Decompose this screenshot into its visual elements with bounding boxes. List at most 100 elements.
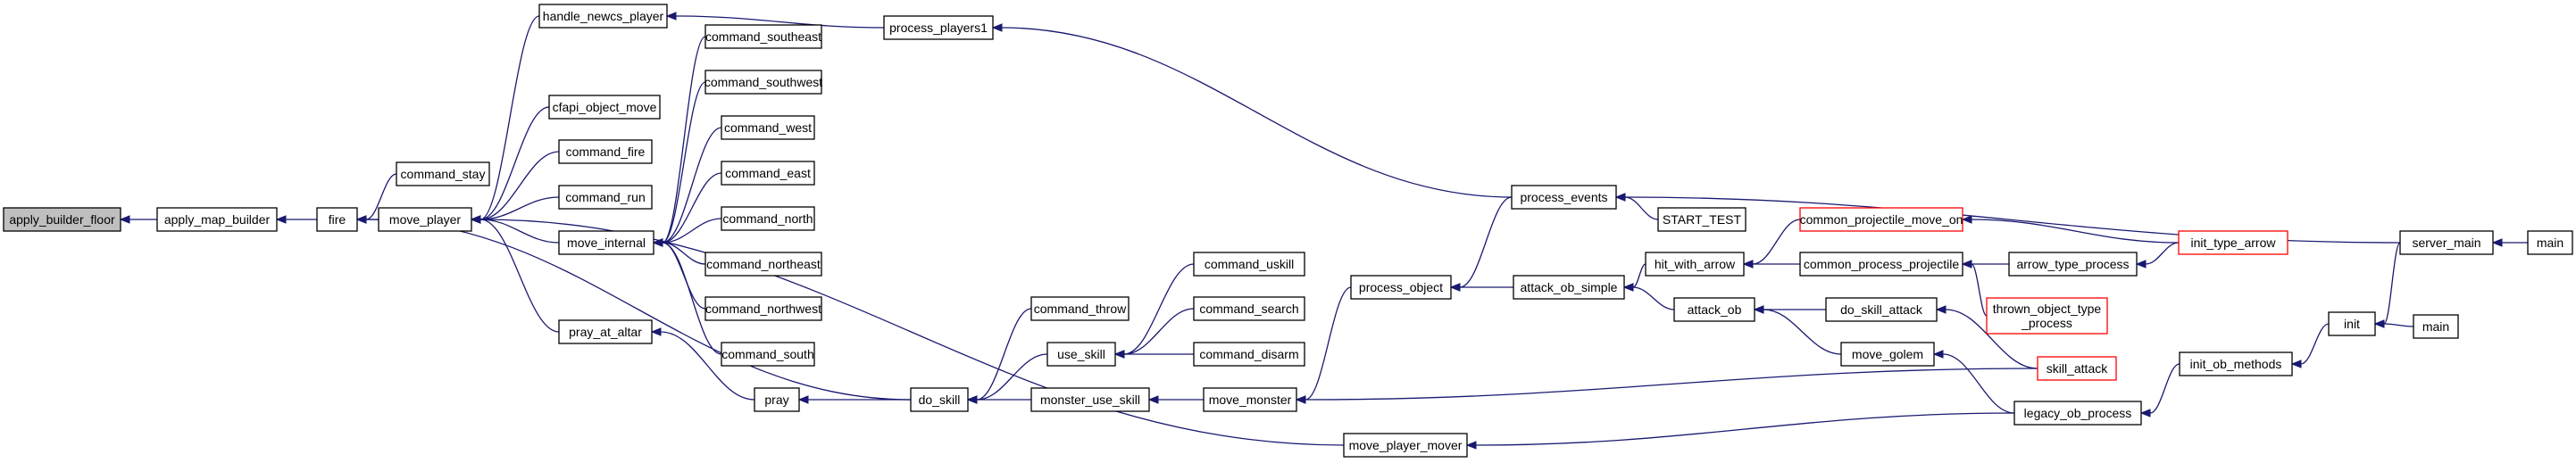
node-box[interactable] (538, 4, 668, 29)
function-node-server-main[interactable]: server_main (2399, 230, 2494, 255)
function-node-thrown-object-type-process[interactable]: thrown_object_type_process (1986, 297, 2108, 335)
node-box[interactable] (883, 15, 994, 40)
node-box[interactable] (1193, 252, 1305, 277)
node-box[interactable] (1840, 342, 1935, 367)
node-box[interactable] (1046, 342, 1116, 367)
node-box[interactable] (721, 342, 815, 367)
function-node-process-object[interactable]: process_object (1350, 275, 1452, 300)
node-box[interactable] (378, 207, 472, 232)
function-node-command-stay[interactable]: command_stay (396, 161, 490, 186)
node-box[interactable] (558, 230, 654, 255)
node-box[interactable] (2178, 230, 2288, 255)
function-node-move-player[interactable]: move_player (378, 207, 472, 232)
node-box[interactable] (1673, 297, 1755, 322)
node-box[interactable] (3, 207, 121, 232)
node-box[interactable] (1825, 297, 1938, 322)
node-box[interactable] (2013, 401, 2142, 426)
node-box[interactable] (548, 95, 661, 120)
function-node-skill-attack[interactable]: skill_attack (2037, 356, 2117, 381)
node-box[interactable] (2008, 252, 2138, 277)
function-node-command-northwest[interactable]: command_northwest (704, 296, 822, 321)
function-node-move-golem[interactable]: move_golem (1840, 342, 1935, 367)
node-box[interactable] (396, 161, 490, 186)
function-node-cfapi-object-move[interactable]: cfapi_object_move (548, 95, 661, 120)
node-box[interactable] (1193, 342, 1305, 367)
function-node-attack-ob[interactable]: attack_ob (1673, 297, 1755, 322)
node-box[interactable] (910, 387, 969, 412)
node-box[interactable] (1030, 296, 1130, 321)
node-box[interactable] (704, 24, 822, 49)
function-node-common-projectile-move-on[interactable]: common_projectile_move_on (1799, 207, 1963, 232)
function-node-command-fire[interactable]: command_fire (558, 139, 653, 164)
node-box[interactable] (704, 252, 822, 277)
node-box[interactable] (704, 70, 822, 95)
function-node-do-skill[interactable]: do_skill (910, 387, 969, 412)
node-box[interactable] (1343, 433, 1468, 458)
node-box[interactable] (2399, 230, 2494, 255)
function-node-handle-newcs-player[interactable]: handle_newcs_player (538, 4, 668, 29)
node-box[interactable] (2037, 356, 2117, 381)
node-box[interactable] (156, 207, 278, 232)
function-node-move-player-mover[interactable]: move_player_mover (1343, 433, 1468, 458)
function-node-hit-with-arrow[interactable]: hit_with_arrow (1645, 252, 1745, 277)
function-node-init-type-arrow[interactable]: init_type_arrow (2178, 230, 2288, 255)
function-node-process-players1[interactable]: process_players1 (883, 15, 994, 40)
node-box[interactable] (1645, 252, 1745, 277)
function-node-do-skill-attack[interactable]: do_skill_attack (1825, 297, 1938, 322)
node-box[interactable] (558, 319, 653, 344)
node-box[interactable] (558, 185, 653, 210)
node-box[interactable] (2328, 311, 2376, 336)
function-node-command-run[interactable]: command_run (558, 185, 653, 210)
function-node-pray[interactable]: pray (754, 387, 800, 412)
function-node-command-northeast[interactable]: command_northeast (704, 252, 822, 277)
function-node-legacy-ob-process[interactable]: legacy_ob_process (2013, 401, 2142, 426)
node-box[interactable] (1799, 252, 1963, 277)
node-box[interactable] (1986, 297, 2108, 335)
function-node-monster-use-skill[interactable]: monster_use_skill (1030, 387, 1150, 412)
function-node-move-monster[interactable]: move_monster (1203, 387, 1297, 412)
function-node-common-process-projectile[interactable]: common_process_projectile (1799, 252, 1963, 277)
node-box[interactable] (1030, 387, 1150, 412)
node-box[interactable] (2179, 351, 2293, 376)
function-node-arrow-type-process[interactable]: arrow_type_process (2008, 252, 2138, 277)
function-node-command-uskill[interactable]: command_uskill (1193, 252, 1305, 277)
node-box[interactable] (1657, 207, 1747, 232)
node-box[interactable] (1799, 207, 1963, 232)
function-node-start-test[interactable]: START_TEST (1657, 207, 1747, 232)
node-box[interactable] (2413, 314, 2459, 339)
function-node-attack-ob-simple[interactable]: attack_ob_simple (1513, 275, 1625, 300)
node-box[interactable] (754, 387, 800, 412)
function-node-pray-at-altar[interactable]: pray_at_altar (558, 319, 653, 344)
function-node-command-southeast[interactable]: command_southeast (704, 24, 822, 49)
node-box[interactable] (1511, 185, 1617, 210)
function-node-command-north[interactable]: command_north (721, 206, 815, 231)
function-node-move-internal[interactable]: move_internal (558, 230, 654, 255)
function-node-command-throw[interactable]: command_throw (1030, 296, 1130, 321)
function-node-main-1[interactable]: main (2527, 230, 2573, 255)
node-box[interactable] (1203, 387, 1297, 412)
function-node-init[interactable]: init (2328, 311, 2376, 336)
node-box[interactable] (558, 139, 653, 164)
function-node-command-south[interactable]: command_south (721, 342, 815, 367)
function-node-command-west[interactable]: command_west (721, 115, 815, 140)
function-node-main-2[interactable]: main (2413, 314, 2459, 339)
function-node-init-ob-methods[interactable]: init_ob_methods (2179, 351, 2293, 376)
node-box[interactable] (1513, 275, 1625, 300)
node-box[interactable] (1350, 275, 1452, 300)
function-node-command-search[interactable]: command_search (1193, 296, 1305, 321)
node-box[interactable] (1193, 296, 1305, 321)
node-box[interactable] (721, 206, 815, 231)
node-box[interactable] (2527, 230, 2573, 255)
node-box[interactable] (721, 115, 815, 140)
node-box[interactable] (704, 296, 822, 321)
function-node-command-disarm[interactable]: command_disarm (1193, 342, 1305, 367)
function-node-fire[interactable]: fire (316, 207, 358, 232)
node-box[interactable] (316, 207, 358, 232)
function-node-use-skill[interactable]: use_skill (1046, 342, 1116, 367)
node-box[interactable] (721, 161, 815, 186)
function-node-process-events[interactable]: process_events (1511, 185, 1617, 210)
function-node-command-east[interactable]: command_east (721, 161, 815, 186)
function-node-apply-builder-floor[interactable]: apply_builder_floor (3, 207, 121, 232)
function-node-command-southwest[interactable]: command_southwest (704, 70, 822, 95)
function-node-apply-map-builder[interactable]: apply_map_builder (156, 207, 278, 232)
